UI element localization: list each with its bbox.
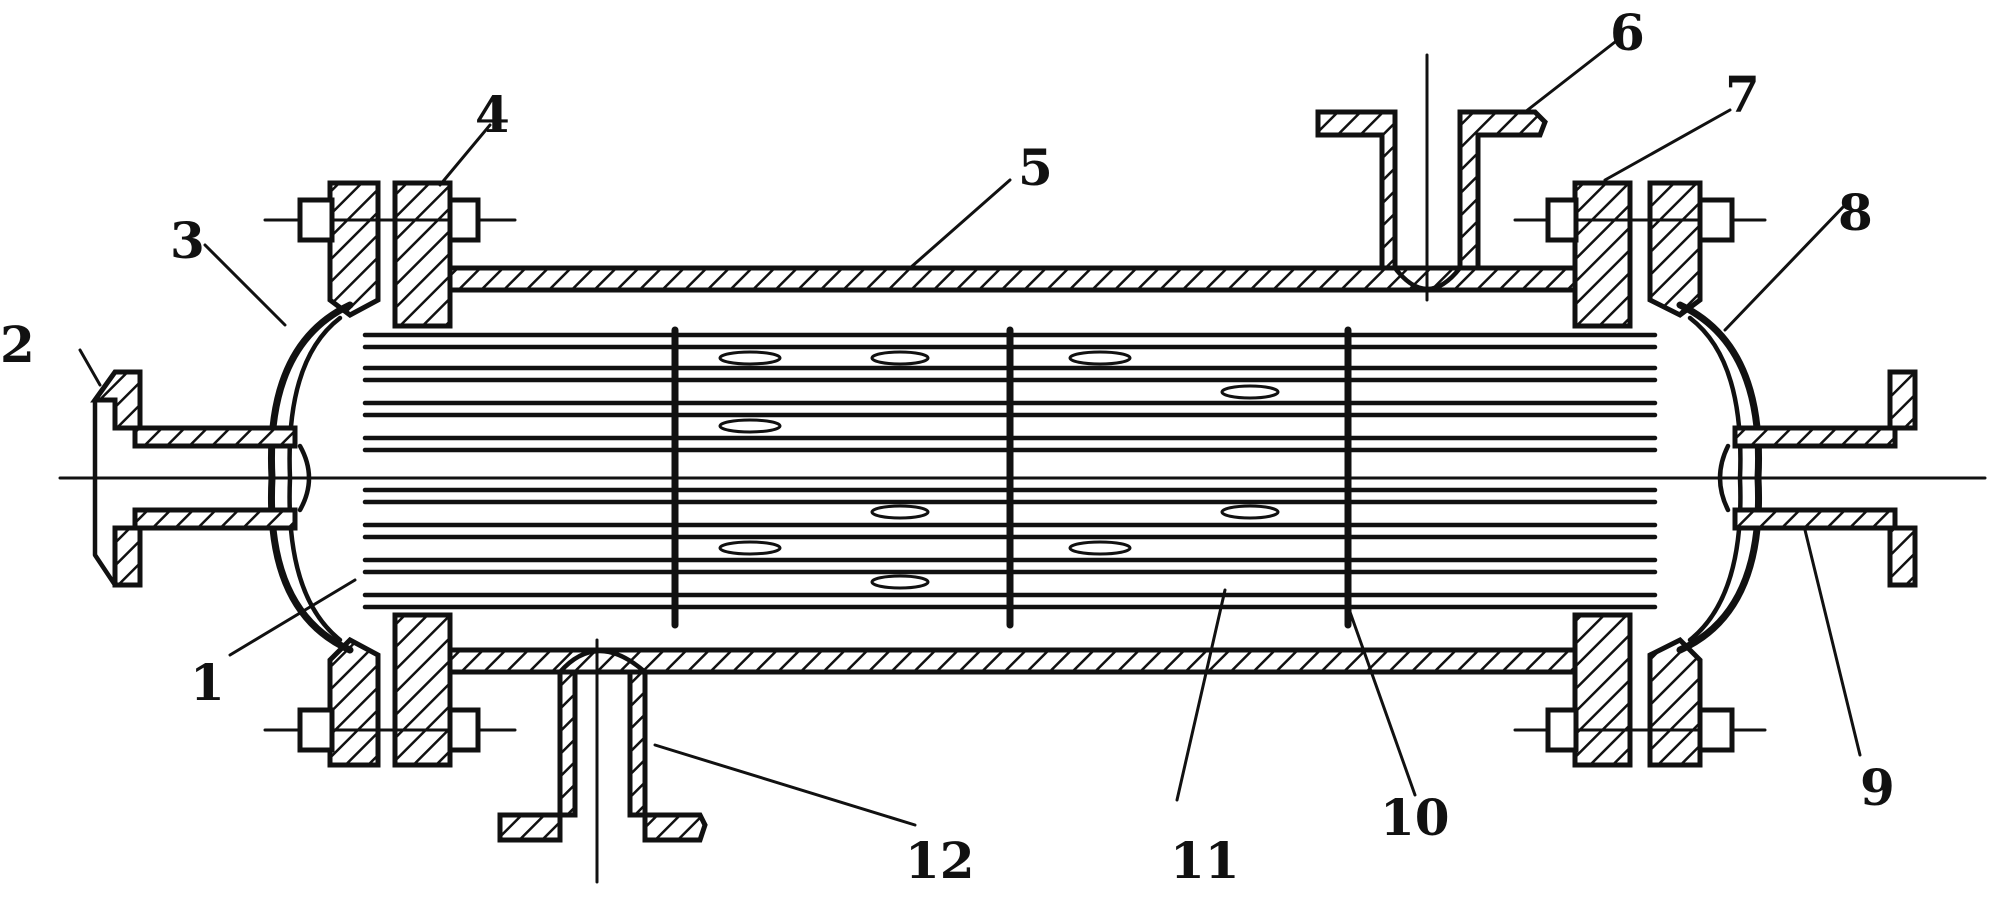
right-channel-flange <box>1650 183 1700 765</box>
label-8: 8 <box>1838 183 1873 242</box>
label-12: 12 <box>905 831 975 890</box>
label-11: 11 <box>1170 831 1240 890</box>
tube-flow-marks <box>720 352 1278 588</box>
label-3: 3 <box>170 211 205 270</box>
label-6: 6 <box>1610 3 1645 62</box>
left-tube-sheet <box>395 183 450 765</box>
right-tube-sheet <box>1575 183 1630 765</box>
left-channel-flange <box>330 183 378 765</box>
label-7: 7 <box>1725 65 1760 124</box>
shell-outlet-nozzle <box>1318 55 1545 300</box>
label-4: 4 <box>475 85 510 144</box>
label-9: 9 <box>1860 758 1895 817</box>
label-1: 1 <box>190 653 225 712</box>
shell-inlet-nozzle <box>500 640 705 882</box>
label-2: 2 <box>0 315 35 374</box>
label-10: 10 <box>1380 788 1450 847</box>
label-5: 5 <box>1018 138 1053 197</box>
